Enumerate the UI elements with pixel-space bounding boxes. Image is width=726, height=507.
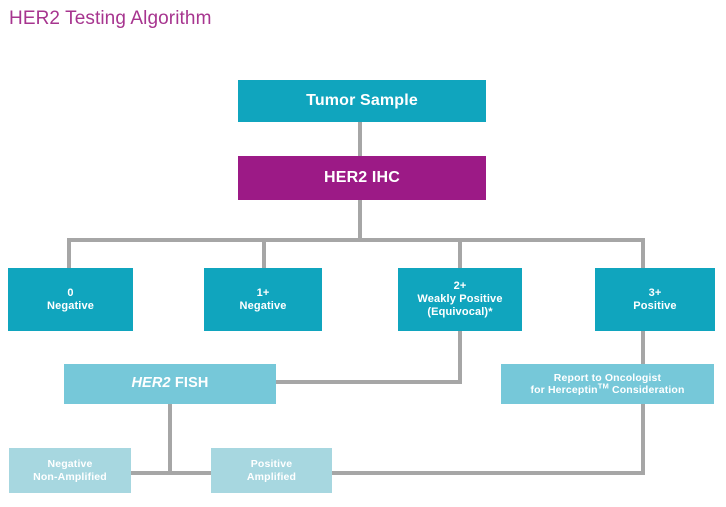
node-ihc-0[interactable]: 0 Negative [8, 268, 133, 331]
node-ihc-1plus[interactable]: 1+ Negative [204, 268, 322, 331]
node-ihc-2plus-qualifier: (Equivocal)* [427, 305, 493, 318]
node-ihc-0-score: 0 [67, 286, 74, 299]
node-ihc-1plus-result: Negative [239, 299, 287, 312]
connector-drop-ihc-0 [67, 238, 71, 270]
node-her2-ihc-label: HER2 IHC [324, 168, 400, 186]
node-her2-fish-label: HER2 FISH [131, 375, 208, 392]
connector-report-riser [641, 404, 645, 475]
node-ihc-3plus-result: Positive [633, 299, 677, 312]
connector-ihc-distributor [67, 238, 645, 242]
node-her2-fish-gene: HER2 [131, 375, 171, 392]
node-fish-negative-line1: Negative [47, 458, 93, 471]
connector-drop-ihc-1plus [262, 238, 266, 270]
report-herceptin-text: for Herceptin [530, 384, 598, 396]
connector-positive-to-report [330, 471, 645, 475]
node-report-oncologist-line1: Report to Oncologist [553, 371, 662, 384]
page-title: HER2 Testing Algorithm [9, 8, 212, 29]
node-ihc-2plus[interactable]: 2+ Weakly Positive (Equivocal)* [398, 268, 522, 331]
node-her2-ihc[interactable]: HER2 IHC [238, 156, 486, 200]
node-report-oncologist-line2: for HerceptinTM Consideration [530, 381, 685, 396]
node-tumor-sample[interactable]: Tumor Sample [238, 80, 486, 122]
connector-drop-ihc-2plus [458, 238, 462, 270]
connector-2plus-down [458, 331, 462, 384]
trademark-symbol: TM [597, 381, 609, 391]
report-consideration-text: Consideration [608, 384, 685, 396]
connector-drop-ihc-3plus [641, 238, 645, 270]
connector-fish-down [168, 404, 172, 475]
node-her2-fish-assay: FISH [174, 375, 209, 392]
node-report-oncologist[interactable]: Report to Oncologist for HerceptinTM Con… [501, 364, 714, 404]
connector-2plus-to-fish [276, 380, 462, 384]
node-ihc-3plus-score: 3+ [648, 286, 662, 299]
node-fish-positive[interactable]: Positive Amplified [211, 448, 332, 493]
connector-fish-to-negative [120, 471, 172, 475]
node-fish-positive-line2: Amplified [246, 470, 297, 483]
node-her2-fish[interactable]: HER2 FISH [64, 364, 276, 404]
node-fish-negative-line2: Non-Amplified [33, 470, 107, 483]
node-tumor-sample-label: Tumor Sample [306, 91, 418, 109]
node-ihc-2plus-result: Weakly Positive [417, 293, 503, 306]
connector-3plus-to-report [641, 331, 645, 364]
node-fish-positive-line1: Positive [250, 458, 293, 471]
node-ihc-1plus-score: 1+ [256, 286, 270, 299]
node-ihc-3plus[interactable]: 3+ Positive [595, 268, 715, 331]
node-ihc-2plus-score: 2+ [453, 280, 467, 293]
connector-fish-to-positive [168, 471, 225, 475]
node-ihc-0-result: Negative [46, 299, 95, 312]
node-fish-negative[interactable]: Negative Non-Amplified [9, 448, 131, 493]
